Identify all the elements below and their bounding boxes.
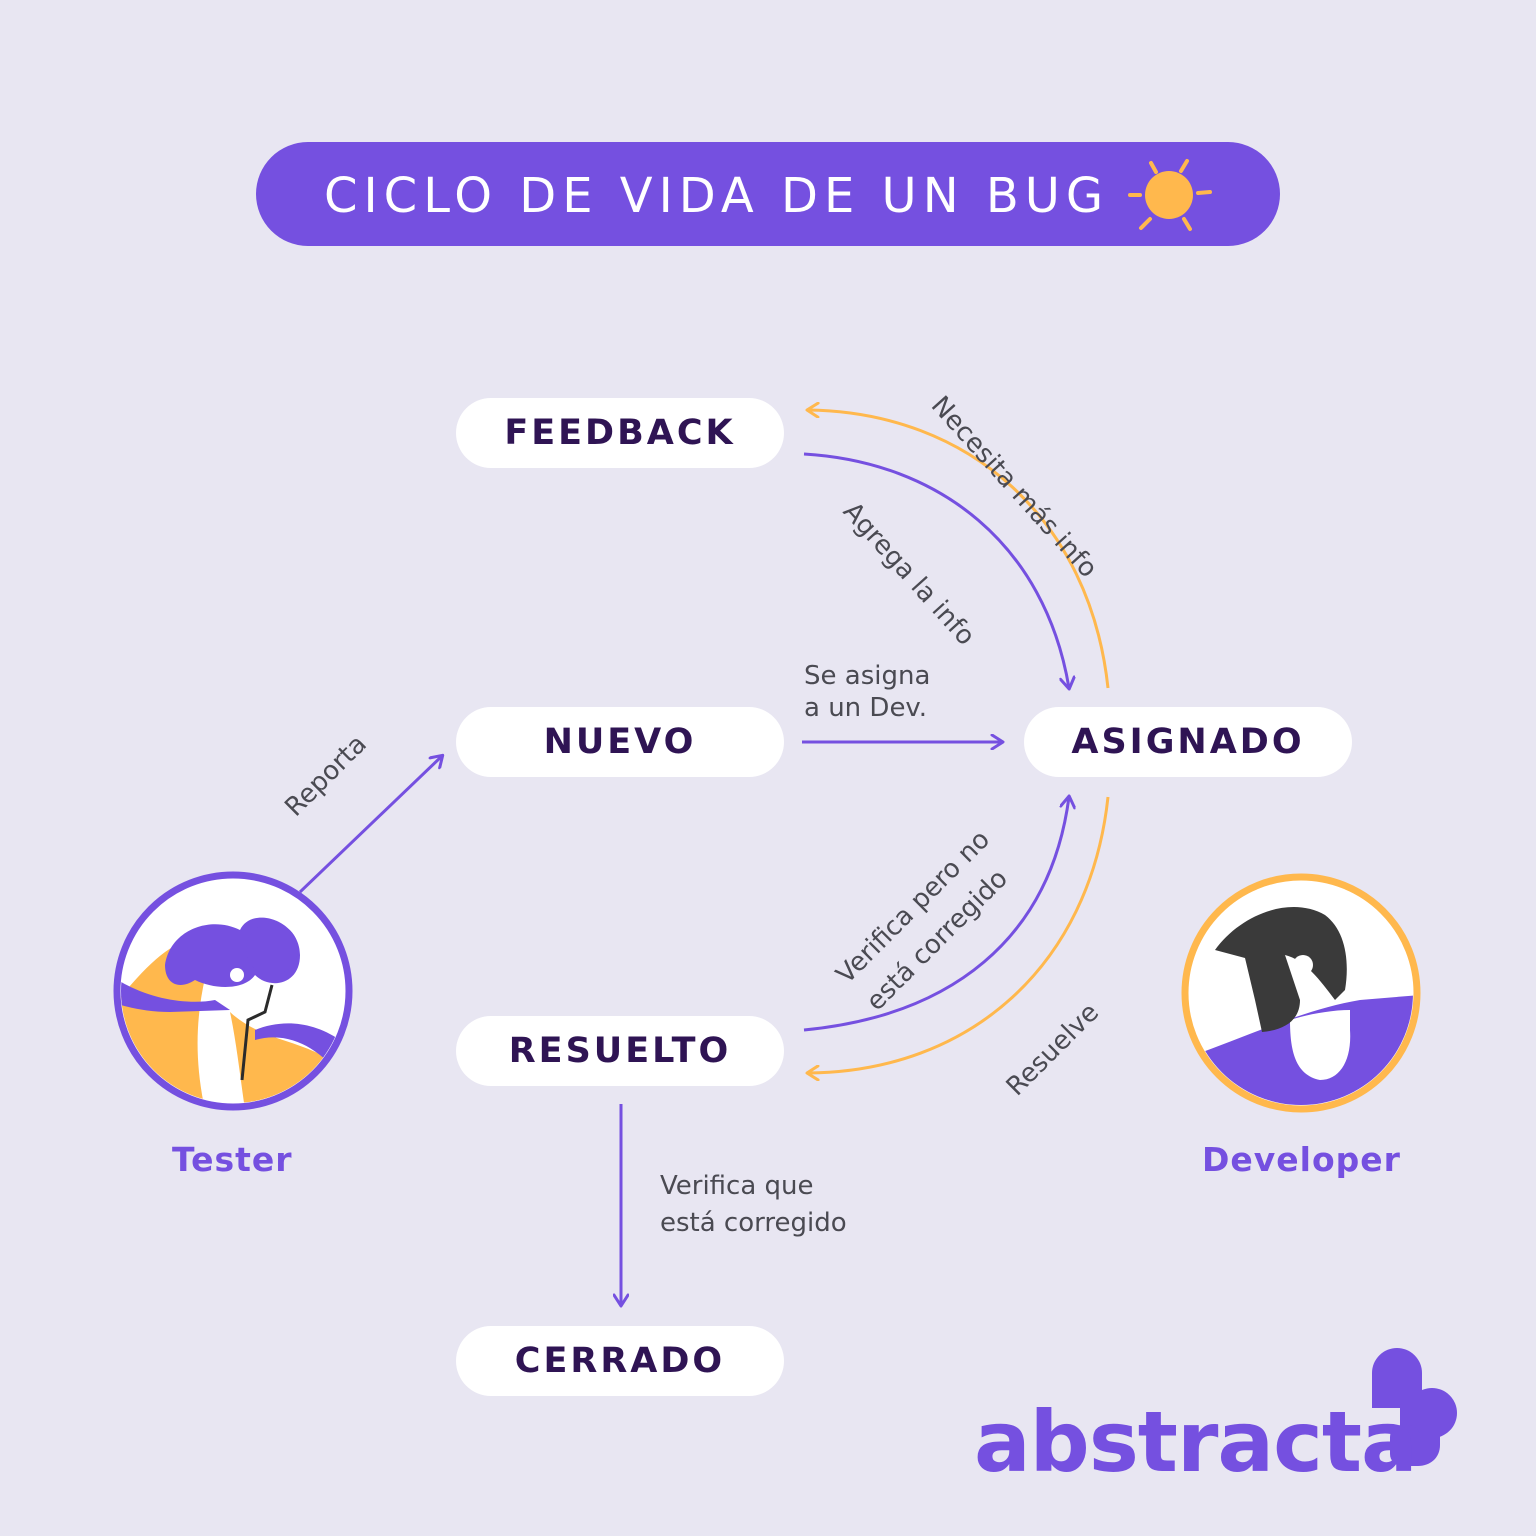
label-se-asigna-1: Se asigna — [804, 661, 931, 691]
state-cerrado[interactable]: CERRADO — [456, 1326, 784, 1396]
bug-sun-icon — [1128, 159, 1212, 231]
title-banner — [256, 142, 1280, 246]
label-verifica-si-1: Verifica que — [660, 1171, 814, 1201]
arrow-agrega-info — [803, 452, 1069, 688]
role-tester: Tester — [172, 1140, 293, 1179]
state-resuelto[interactable]: RESUELTO — [456, 1016, 784, 1086]
label-se-asigna-2: a un Dev. — [804, 693, 928, 723]
state-asignado[interactable]: ASIGNADO — [1024, 707, 1352, 777]
arrow-necesita-info — [808, 410, 1110, 689]
role-developer: Developer — [1202, 1140, 1401, 1179]
developer-avatar-icon — [1181, 873, 1421, 1113]
arrow-verifica-no — [803, 797, 1069, 1032]
page-title: CICLO DE VIDA DE UN BUG — [324, 168, 1110, 224]
arrow-resuelve — [808, 796, 1110, 1073]
tester-avatar-icon — [113, 871, 353, 1111]
arrow-reporta — [298, 756, 442, 894]
abstracta-logo-icon — [1372, 1348, 1457, 1466]
label-verifica-si-2: está corregido — [660, 1208, 847, 1238]
logo-text: abstracta — [974, 1393, 1418, 1491]
state-feedback[interactable]: FEEDBACK — [456, 398, 784, 468]
state-nuevo[interactable]: NUEVO — [456, 707, 784, 777]
